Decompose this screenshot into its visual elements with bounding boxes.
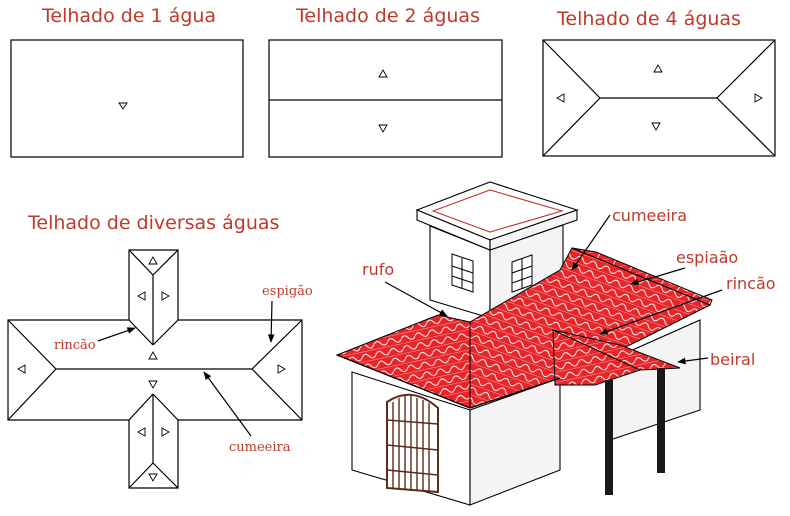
slope-down-icon bbox=[148, 473, 158, 482]
window-icon bbox=[451, 253, 474, 293]
label-house-espiao: espiaão bbox=[676, 248, 738, 267]
slope-down-icon bbox=[378, 124, 388, 133]
title-two-waters: Telhado de 2 águas bbox=[295, 5, 480, 27]
slope-right-icon bbox=[161, 427, 170, 437]
label-house-cumeeira: cumeeira bbox=[612, 206, 687, 225]
arrow-icon bbox=[599, 289, 723, 335]
roof-plan-two-waters bbox=[268, 39, 503, 158]
arrow-icon bbox=[677, 357, 709, 365]
roof-plan-one-water bbox=[10, 39, 244, 158]
title-four-waters: Telhado de 4 águas bbox=[556, 8, 741, 30]
label-house-rufo: rufo bbox=[362, 260, 394, 279]
arrow-icon bbox=[203, 371, 252, 437]
label-espigao: espigão bbox=[262, 284, 313, 299]
slope-down-icon bbox=[651, 122, 661, 131]
title-many-waters: Telhado de diversas águas bbox=[27, 212, 279, 234]
slope-up-icon bbox=[653, 64, 663, 73]
arrow-icon bbox=[267, 300, 275, 343]
label-house-beiral: beiral bbox=[710, 350, 755, 369]
slope-up-icon bbox=[148, 256, 158, 265]
slope-right-icon bbox=[754, 93, 763, 103]
slope-left-icon bbox=[137, 427, 146, 437]
slope-left-icon bbox=[556, 93, 565, 103]
house-illustration bbox=[335, 181, 713, 506]
slope-right-icon bbox=[161, 291, 170, 301]
arrow-icon bbox=[571, 214, 611, 271]
slope-left-icon bbox=[137, 291, 146, 301]
label-rincao: rincão bbox=[54, 338, 96, 353]
label-house-rincao: rincão bbox=[726, 274, 776, 293]
label-cumeeira: cumeeira bbox=[229, 440, 291, 455]
roof-ridge bbox=[571, 247, 713, 306]
slope-down-icon bbox=[118, 102, 128, 110]
window-icon bbox=[511, 254, 533, 293]
arrow-icon bbox=[384, 281, 448, 317]
roof-plan-many-waters bbox=[7, 249, 303, 489]
column bbox=[657, 368, 665, 473]
title-one-water: Telhado de 1 água bbox=[41, 5, 216, 27]
arrow-icon bbox=[630, 267, 686, 286]
slope-left-icon bbox=[17, 364, 26, 374]
slope-up-icon bbox=[148, 351, 158, 360]
arrow-icon bbox=[97, 327, 136, 342]
roof-plan-four-waters bbox=[542, 39, 776, 157]
column bbox=[605, 380, 613, 495]
gate-icon bbox=[386, 393, 439, 494]
slope-down-icon bbox=[148, 380, 158, 389]
slope-up-icon bbox=[378, 69, 388, 78]
slope-right-icon bbox=[277, 364, 286, 374]
